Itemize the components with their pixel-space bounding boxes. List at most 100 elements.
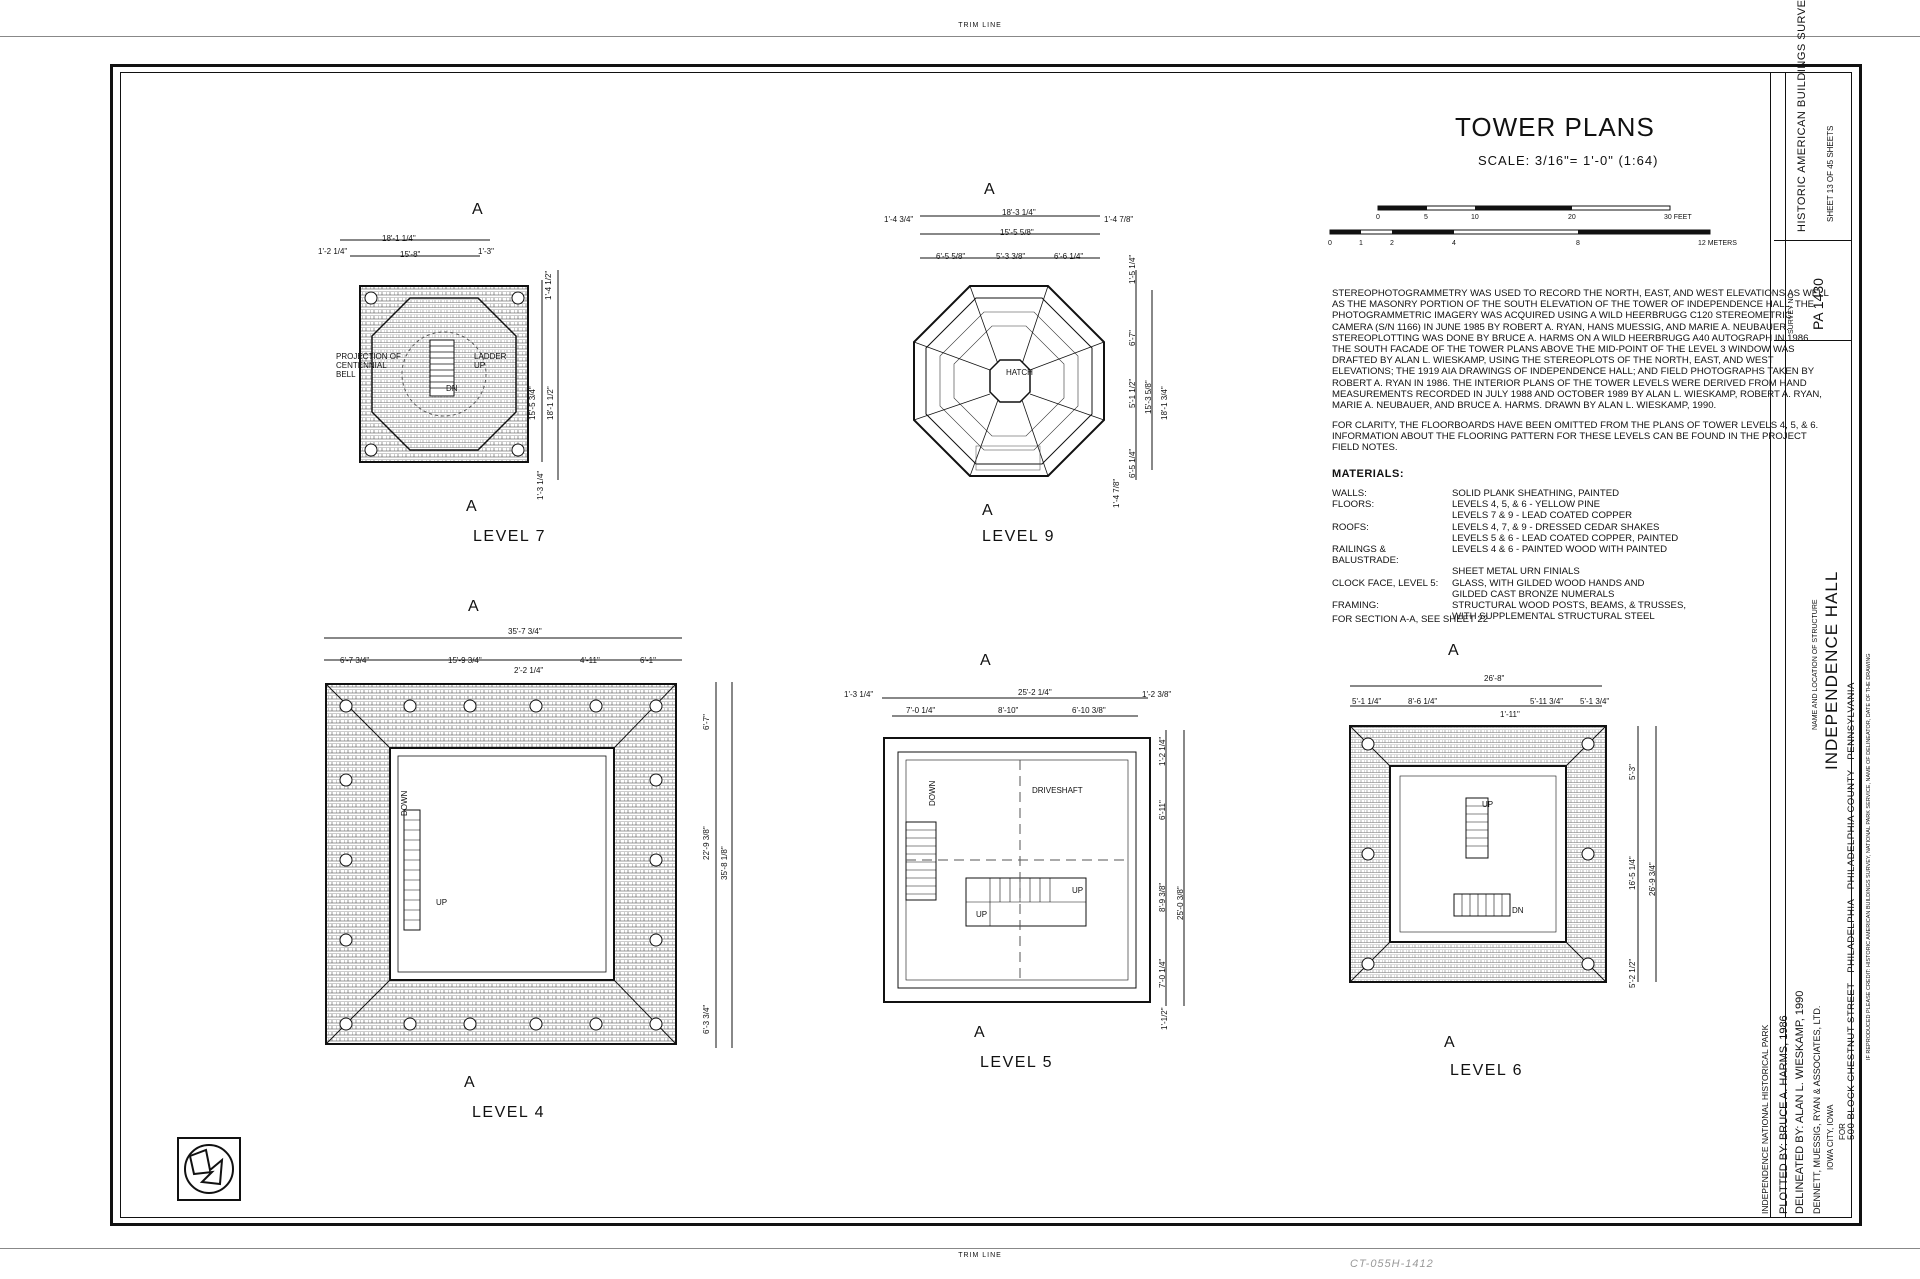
level-4-dim-v3: 35'-8 1/8" — [720, 846, 729, 880]
materials-row: SHEET METAL URN FINIALS — [1332, 566, 1852, 577]
level-7-section-marker-top: A — [472, 201, 485, 218]
title-block-agency: HISTORIC AMERICAN BUILDINGS SURVEY — [1796, 0, 1808, 232]
trim-rule-top — [0, 36, 1920, 37]
level-5-dim-v6: 1'-1/2" — [1160, 1007, 1169, 1030]
level-9-label: LEVEL 9 — [982, 528, 1056, 545]
materials-row: ROOFS: LEVELS 4, 7, & 9 - DRESSED CEDAR S… — [1332, 522, 1852, 533]
level-4-label: LEVEL 4 — [472, 1104, 546, 1121]
level-6-dim-v2: 16'-5 1/4" — [1628, 856, 1637, 890]
notes-paragraph-1: STEREOPHOTOGRAMMETRY WAS USED TO RECORD … — [1332, 288, 1829, 412]
materials-row: FRAMING: STRUCTURAL WOOD POSTS, BEAMS, & … — [1332, 600, 1852, 611]
meter-tick-1: 1 — [1359, 240, 1363, 247]
level-6-section-marker-top: A — [1448, 642, 1461, 659]
delineated-by: DELINEATED BY: ALAN L. WIESKAMP, 1990 — [1794, 990, 1806, 1214]
level-6-section-marker-bottom: A — [1444, 1034, 1457, 1051]
feet-tick-10: 10 — [1471, 214, 1479, 221]
materials-label — [1332, 510, 1452, 521]
level-5-section-marker-top: A — [980, 652, 993, 669]
title-block-sheet: SHEET 13 OF 45 SHEETS — [1826, 125, 1835, 222]
level-9-dim-inner: 15'-5 5/8" — [1000, 228, 1034, 237]
level-9-hatch-label: HATCH — [1006, 368, 1033, 377]
level-4-down-label: DOWN — [400, 790, 409, 816]
materials-table: WALLS: SOLID PLANK SHEATHING, PAINTED FLO… — [1332, 488, 1852, 622]
sheet-border — [110, 64, 1862, 1226]
level-7-dim-inner: 15'-8" — [400, 250, 421, 259]
title-block-structure-name: INDEPENDENCE HALL — [1822, 570, 1841, 770]
title-block-divider-right — [1785, 72, 1786, 1218]
level-5-dim-seg3: 6'-10 3/8" — [1072, 706, 1106, 715]
level-4-section-marker-bottom: A — [464, 1074, 477, 1091]
materials-value: LEVELS 4, 7, & 9 - DRESSED CEDAR SHAKES — [1452, 521, 1660, 533]
materials-value: GLASS, WITH GILDED WOOD HANDS AND — [1452, 577, 1645, 589]
level-4-dim-seg3: 4'-11" — [580, 656, 600, 665]
materials-label: WALLS: — [1332, 488, 1367, 499]
level-5-dim-v4: 25'-0 3/8" — [1176, 886, 1185, 920]
level-7-dim-left: 1'-2 1/4" — [318, 247, 348, 256]
level-9-dim-seg1: 6'-5 5/8" — [936, 252, 966, 261]
feet-tick-20: 20 — [1568, 214, 1576, 221]
level-7-dim-full-v: 18'-1 1/2" — [546, 386, 555, 420]
level-6-dim-v3: 26'-9 3/4" — [1648, 862, 1657, 896]
level-4-dim-v4: 6'-3 3/4" — [702, 1004, 711, 1034]
materials-label: FRAMING: — [1332, 600, 1379, 612]
level-4-up-label: UP — [436, 898, 448, 907]
materials-value: WITH SUPPLEMENTAL STRUCTURAL STEEL — [1452, 611, 1655, 623]
level-6-label: LEVEL 6 — [1450, 1062, 1524, 1079]
feet-tick-5: 5 — [1424, 214, 1428, 221]
north-arrow-icon — [177, 1137, 241, 1201]
level-9-dim-v1: 1'-5 1/4" — [1128, 254, 1137, 284]
level-9-dim-v7: 1'-4 7/8" — [1112, 478, 1121, 508]
materials-row: GILDED CAST BRONZE NUMERALS — [1332, 589, 1852, 600]
level-5-dim-seg1: 7'-0 1/4" — [906, 706, 936, 715]
level-7-plan — [340, 239, 559, 480]
park-name: INDEPENDENCE NATIONAL HISTORICAL PARK — [1760, 1024, 1770, 1214]
materials-label: ROOFS: — [1332, 521, 1369, 533]
materials-value: LEVELS 7 & 9 - LEAD COATED COPPER — [1452, 510, 1633, 522]
level-5-label: LEVEL 5 — [980, 1054, 1054, 1071]
level-4-dim-v2: 22'-9 3/8" — [702, 826, 711, 860]
firm-city: IOWA CITY, IOWA — [1826, 1104, 1835, 1171]
level-9-plan — [913, 215, 1153, 480]
level-4-section-marker-top: A — [468, 598, 481, 615]
level-5-dim-v2: 6'-11" — [1158, 800, 1167, 820]
level-4-dim-v1: 6'-7" — [702, 714, 711, 730]
materials-value: SHEET METAL URN FINIALS — [1452, 566, 1580, 578]
meter-tick-8: 8 — [1576, 240, 1580, 247]
materials-row: CLOCK FACE, LEVEL 5:GLASS, WITH GILDED W… — [1332, 578, 1852, 589]
meter-tick-12: 12 METERS — [1698, 240, 1737, 247]
materials-value: SOLID PLANK SHEATHING, PAINTED — [1452, 488, 1620, 499]
level-6-dim-seg4: 5'-1 3/4" — [1580, 697, 1610, 706]
trim-line-top: TRIM LINE — [958, 22, 1002, 29]
level-4-dim-seg4: 6'-1" — [640, 656, 656, 665]
title-block-divider-mid — [1770, 72, 1771, 1218]
materials-row: RAILINGS & BALUSTRADE:LEVELS 4 & 6 - PAI… — [1332, 544, 1852, 566]
materials-value: STRUCTURAL WOOD POSTS, BEAMS, & TRUSSES, — [1452, 600, 1687, 612]
level-7-dim-mid-v: 15'-5 3/4" — [528, 386, 537, 420]
level-7-dim-top-v: 1'-4 1/2" — [544, 270, 553, 300]
level-9-dim-seg3: 6'-6 1/4" — [1054, 252, 1084, 261]
level-5-up-label-2: UP — [976, 910, 988, 919]
materials-row: WITH SUPPLEMENTAL STRUCTURAL STEEL — [1332, 611, 1852, 622]
level-9-dim-overall: 18'-3 1/4" — [1002, 208, 1036, 217]
level-4-dim-overall: 35'-7 3/4" — [508, 627, 542, 636]
level-9-dim-v6: 6'-5 1/4" — [1128, 448, 1137, 478]
materials-label: FLOORS: — [1332, 499, 1375, 511]
meter-tick-2: 2 — [1390, 240, 1394, 247]
level-6-dim-seg1: 5'-1 1/4" — [1352, 697, 1382, 706]
level-9-dim-v4: 15'-3 5/8" — [1144, 380, 1153, 414]
feet-tick-30: 30 FEET — [1664, 214, 1692, 221]
materials-row: LEVELS 7 & 9 - LEAD COATED COPPER — [1332, 510, 1852, 521]
level-5-dim-v3: 8'-9 3/8" — [1158, 882, 1167, 912]
level-6-plan — [1349, 685, 1657, 983]
level-5-plan — [882, 697, 1185, 1006]
level-7-label: LEVEL 7 — [473, 528, 547, 545]
level-5-dim-v5: 7'-0 1/4" — [1158, 958, 1167, 988]
graphic-scale — [1329, 205, 1711, 235]
level-9-section-marker-bottom: A — [982, 502, 995, 519]
level-4-dim-small: 2'-2 1/4" — [514, 666, 544, 675]
level-6-dn-label: DN — [1512, 906, 1524, 915]
level-6-dim-v4: 5'-2 1/2" — [1628, 958, 1637, 988]
level-5-dim-overall: 25'-2 1/4" — [1018, 688, 1052, 697]
firm-for: FOR — [1838, 1123, 1847, 1140]
level-5-dim-right: 1'-2 3/8" — [1142, 690, 1172, 699]
